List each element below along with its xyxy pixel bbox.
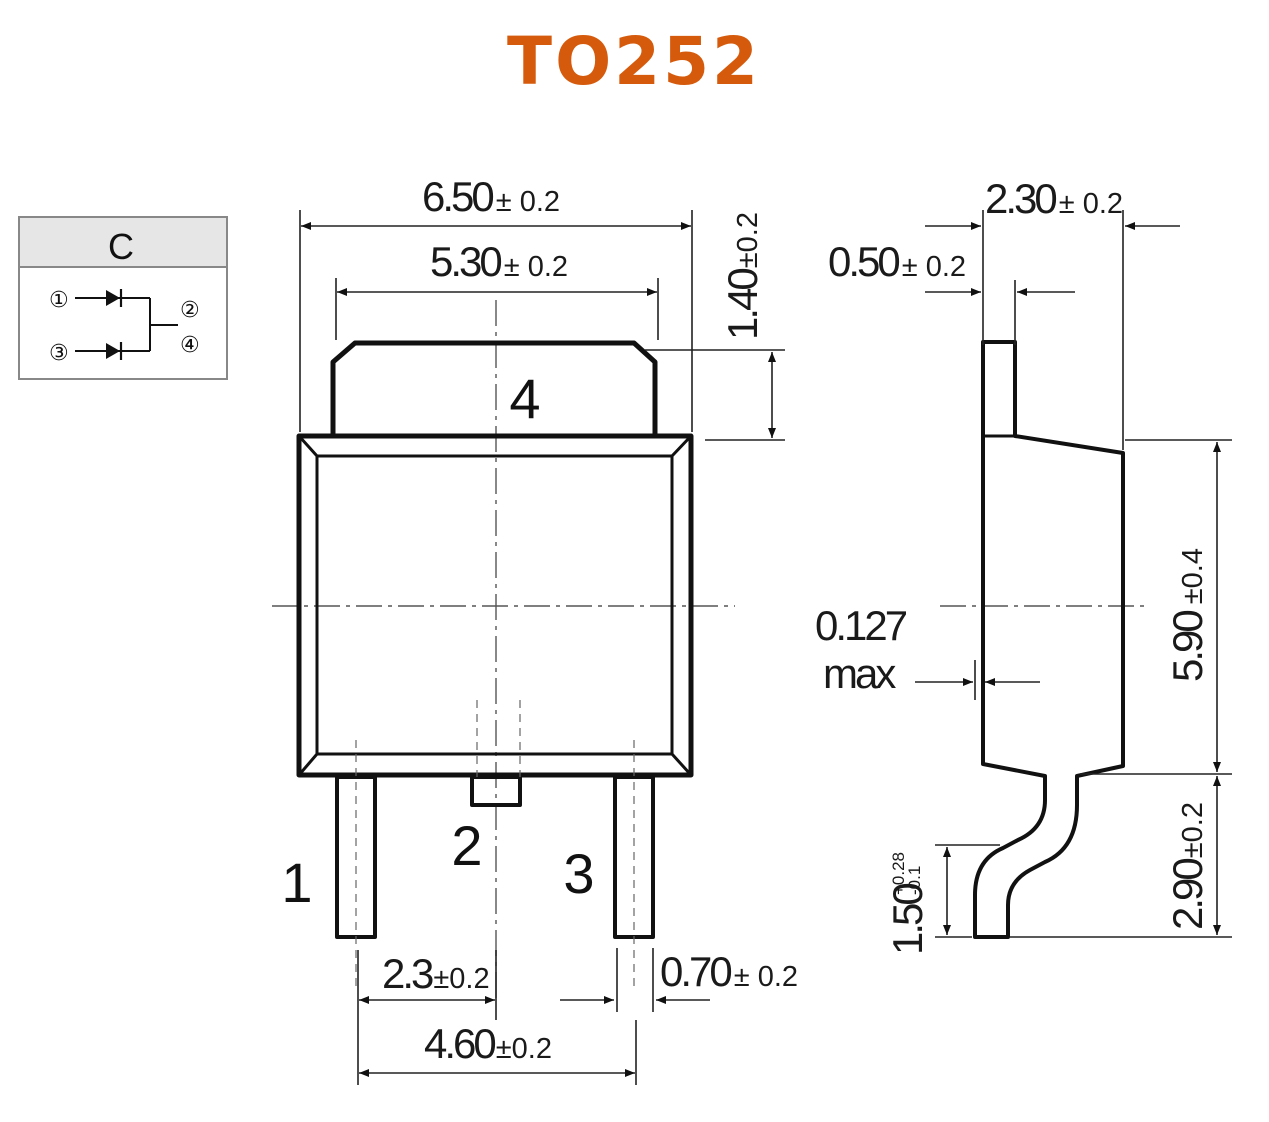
side-view: 2.30± 0.2 0.50± 0.2 5.90±0.4 2.90±0.2 1.… [815, 175, 1232, 955]
dim-lead-width: 0.70± 0.2 [660, 948, 798, 995]
diode-symbol-2 [75, 342, 150, 360]
svg-text:+0.28: +0.28 [889, 852, 908, 895]
dim-lead-length: 2.90±0.2 [1164, 802, 1211, 930]
pin2-marker: ② [180, 298, 200, 323]
dim-body-length: 5.90±0.4 [1164, 548, 1211, 682]
pin-number-3: 3 [563, 842, 594, 905]
dim-coplanarity-suffix: max [823, 650, 896, 697]
dim-height: 2.30± 0.2 [985, 175, 1123, 222]
diode-symbol-1 [75, 289, 150, 307]
pin-schematic-box: C ① ③ ② ④ [18, 216, 228, 380]
dim-tab-thickness: 0.50± 0.2 [828, 238, 966, 285]
svg-text:1.50: 1.50 [884, 884, 931, 955]
pin-number-1: 1 [281, 851, 312, 914]
lead-2-stub [470, 775, 522, 807]
package-title: TO252 [507, 23, 761, 100]
svg-text:-0.1: -0.1 [905, 866, 924, 895]
pin-number-2: 2 [451, 814, 482, 877]
dim-coplanarity: 0.127 [815, 602, 907, 649]
heatsink-tab [330, 340, 658, 436]
dim-overall-width: 6.50± 0.2 [422, 173, 560, 220]
pin-number-4: 4 [509, 367, 540, 430]
pin4-marker: ④ [180, 333, 200, 358]
schematic-header [20, 218, 226, 266]
pin1-marker: ① [49, 288, 69, 313]
pin3-marker: ③ [49, 341, 69, 366]
front-view: 4 1 2 3 6.50± 0.2 5.30± 0.2 1.40±0.2 2.3… [272, 173, 798, 1085]
dim-pitch: 2.3±0.2 [382, 950, 490, 997]
schematic-label: C [108, 226, 134, 267]
dim-lead-span: 4.60±0.2 [424, 1020, 552, 1067]
side-profile [973, 340, 1125, 939]
dim-standoff: 1.50 +0.28 -0.1 [884, 852, 931, 955]
dim-tab-height: 1.40±0.2 [719, 212, 766, 340]
dim-tab-width: 5.30± 0.2 [430, 238, 568, 285]
